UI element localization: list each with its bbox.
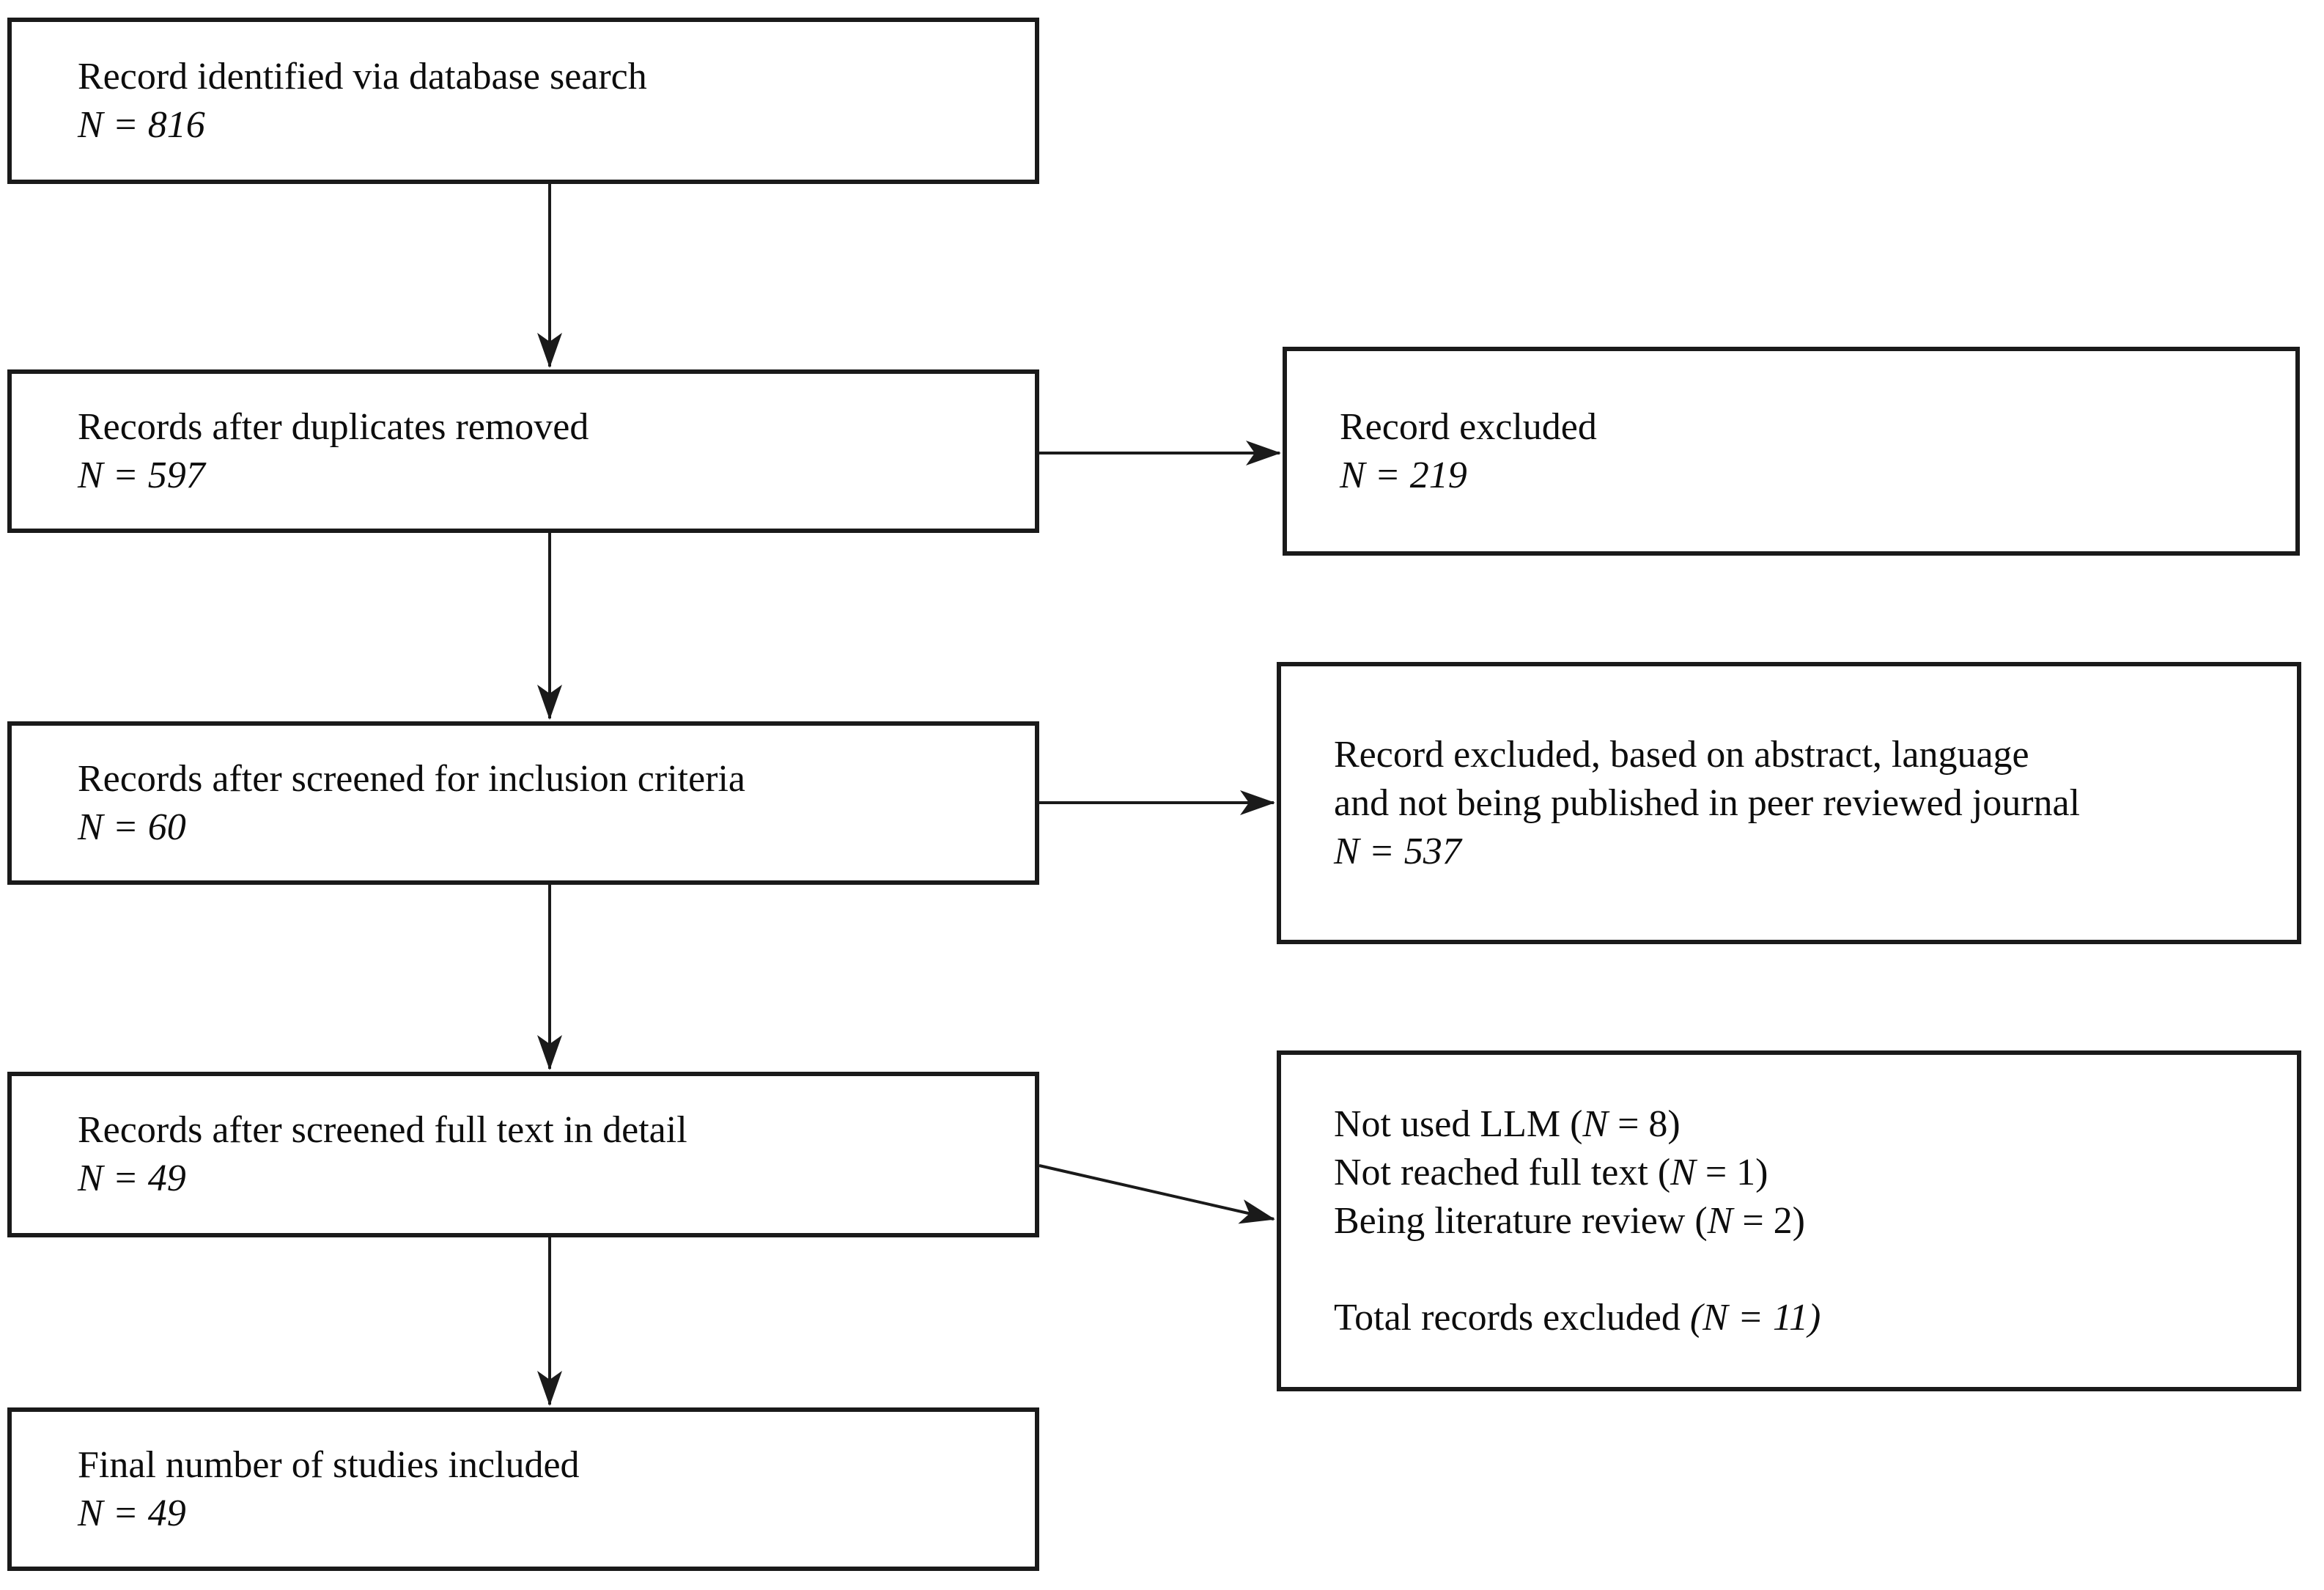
text-segment: Being literature review ( (1334, 1199, 1708, 1242)
italic-text-segment: N = 816 (78, 103, 205, 146)
text-segment: = 8) (1608, 1103, 1681, 1145)
text-line: Record identified via database search (78, 53, 1013, 101)
italic-text-segment: N (1670, 1151, 1696, 1193)
text-segment: Records after duplicates removed (78, 405, 589, 448)
text-line: Total records excluded (N = 11) (1334, 1294, 2279, 1342)
italic-text-segment: N = 60 (78, 806, 186, 848)
box-records-identified: Record identified via database search N =… (7, 18, 1039, 184)
text-line: Not reached full text (N = 1) (1334, 1149, 2279, 1197)
italic-text-segment: N (1582, 1103, 1609, 1145)
text-line: Records after screened for inclusion cri… (78, 755, 1013, 803)
text-line: Record excluded, based on abstract, lang… (1334, 731, 2279, 779)
box-text: Not used LLM (N = 8)Not reached full tex… (1334, 1100, 2279, 1342)
italic-text-segment: N = 49 (78, 1492, 186, 1534)
italic-text-segment: N = 49 (78, 1157, 186, 1199)
text-segment: Final number of studies included (78, 1443, 580, 1486)
box-text: Record excluded N = 219 (1340, 403, 2278, 500)
box-text: Records after screened for inclusion cri… (78, 755, 1013, 852)
text-line (1334, 1245, 2279, 1294)
box-text: Records after duplicates removed N = 597 (78, 403, 1013, 500)
box-records-after-duplicates-removed: Records after duplicates removed N = 597 (7, 369, 1039, 533)
box-text: Record identified via database search N =… (78, 53, 1013, 150)
box-final-studies-included: Final number of studies included N = 49 (7, 1407, 1039, 1571)
text-line: N = 219 (1340, 452, 2278, 500)
box-text: Records after screened full text in deta… (78, 1106, 1013, 1203)
text-segment: Record excluded (1340, 405, 1597, 448)
text-segment: = 2) (1733, 1199, 1806, 1242)
italic-text-segment: (N = 11) (1689, 1296, 1821, 1339)
text-line: N = 60 (78, 803, 1013, 852)
box-records-screened-inclusion-criteria: Records after screened for inclusion cri… (7, 721, 1039, 885)
text-segment: = 1) (1695, 1151, 1768, 1193)
text-segment: and not being published in peer reviewed… (1334, 781, 2081, 824)
italic-text-segment: N (1707, 1199, 1733, 1242)
box-text: Record excluded, based on abstract, lang… (1334, 731, 2279, 876)
text-line: N = 537 (1334, 828, 2279, 876)
box-record-excluded-duplicates: Record excluded N = 219 (1283, 347, 2300, 556)
text-line: Not used LLM (N = 8) (1334, 1100, 2279, 1149)
text-segment: Record excluded, based on abstract, lang… (1334, 733, 2029, 776)
italic-text-segment: N = 597 (78, 454, 205, 496)
italic-text-segment: N = 537 (1334, 830, 1461, 872)
box-records-excluded-full-text: Not used LLM (N = 8)Not reached full tex… (1277, 1050, 2301, 1391)
text-segment: Records after screened for inclusion cri… (78, 757, 746, 800)
text-segment: Not reached full text ( (1334, 1151, 1671, 1193)
text-line: Records after screened full text in deta… (78, 1106, 1013, 1155)
text-line: N = 816 (78, 101, 1013, 150)
text-line: N = 49 (78, 1155, 1013, 1203)
box-records-screened-full-text: Records after screened full text in deta… (7, 1072, 1039, 1237)
box-record-excluded-abstract: Record excluded, based on abstract, lang… (1277, 662, 2301, 944)
text-segment: Total records excluded (1334, 1296, 1690, 1339)
text-line: Record excluded (1340, 403, 2278, 452)
arrow-fulltext-to-excluded (1039, 1164, 1275, 1224)
text-line: Records after duplicates removed (78, 403, 1013, 452)
text-line: and not being published in peer reviewed… (1334, 779, 2279, 828)
box-text: Final number of studies included N = 49 (78, 1441, 1013, 1538)
text-line: N = 597 (78, 452, 1013, 500)
text-line: Final number of studies included (78, 1441, 1013, 1490)
text-segment: Records after screened full text in deta… (78, 1109, 687, 1151)
text-segment: Record identified via database search (78, 55, 647, 97)
text-line: N = 49 (78, 1490, 1013, 1538)
text-line: Being literature review (N = 2) (1334, 1197, 2279, 1245)
italic-text-segment: N = 219 (1340, 454, 1467, 496)
text-segment: Not used LLM ( (1334, 1103, 1583, 1145)
